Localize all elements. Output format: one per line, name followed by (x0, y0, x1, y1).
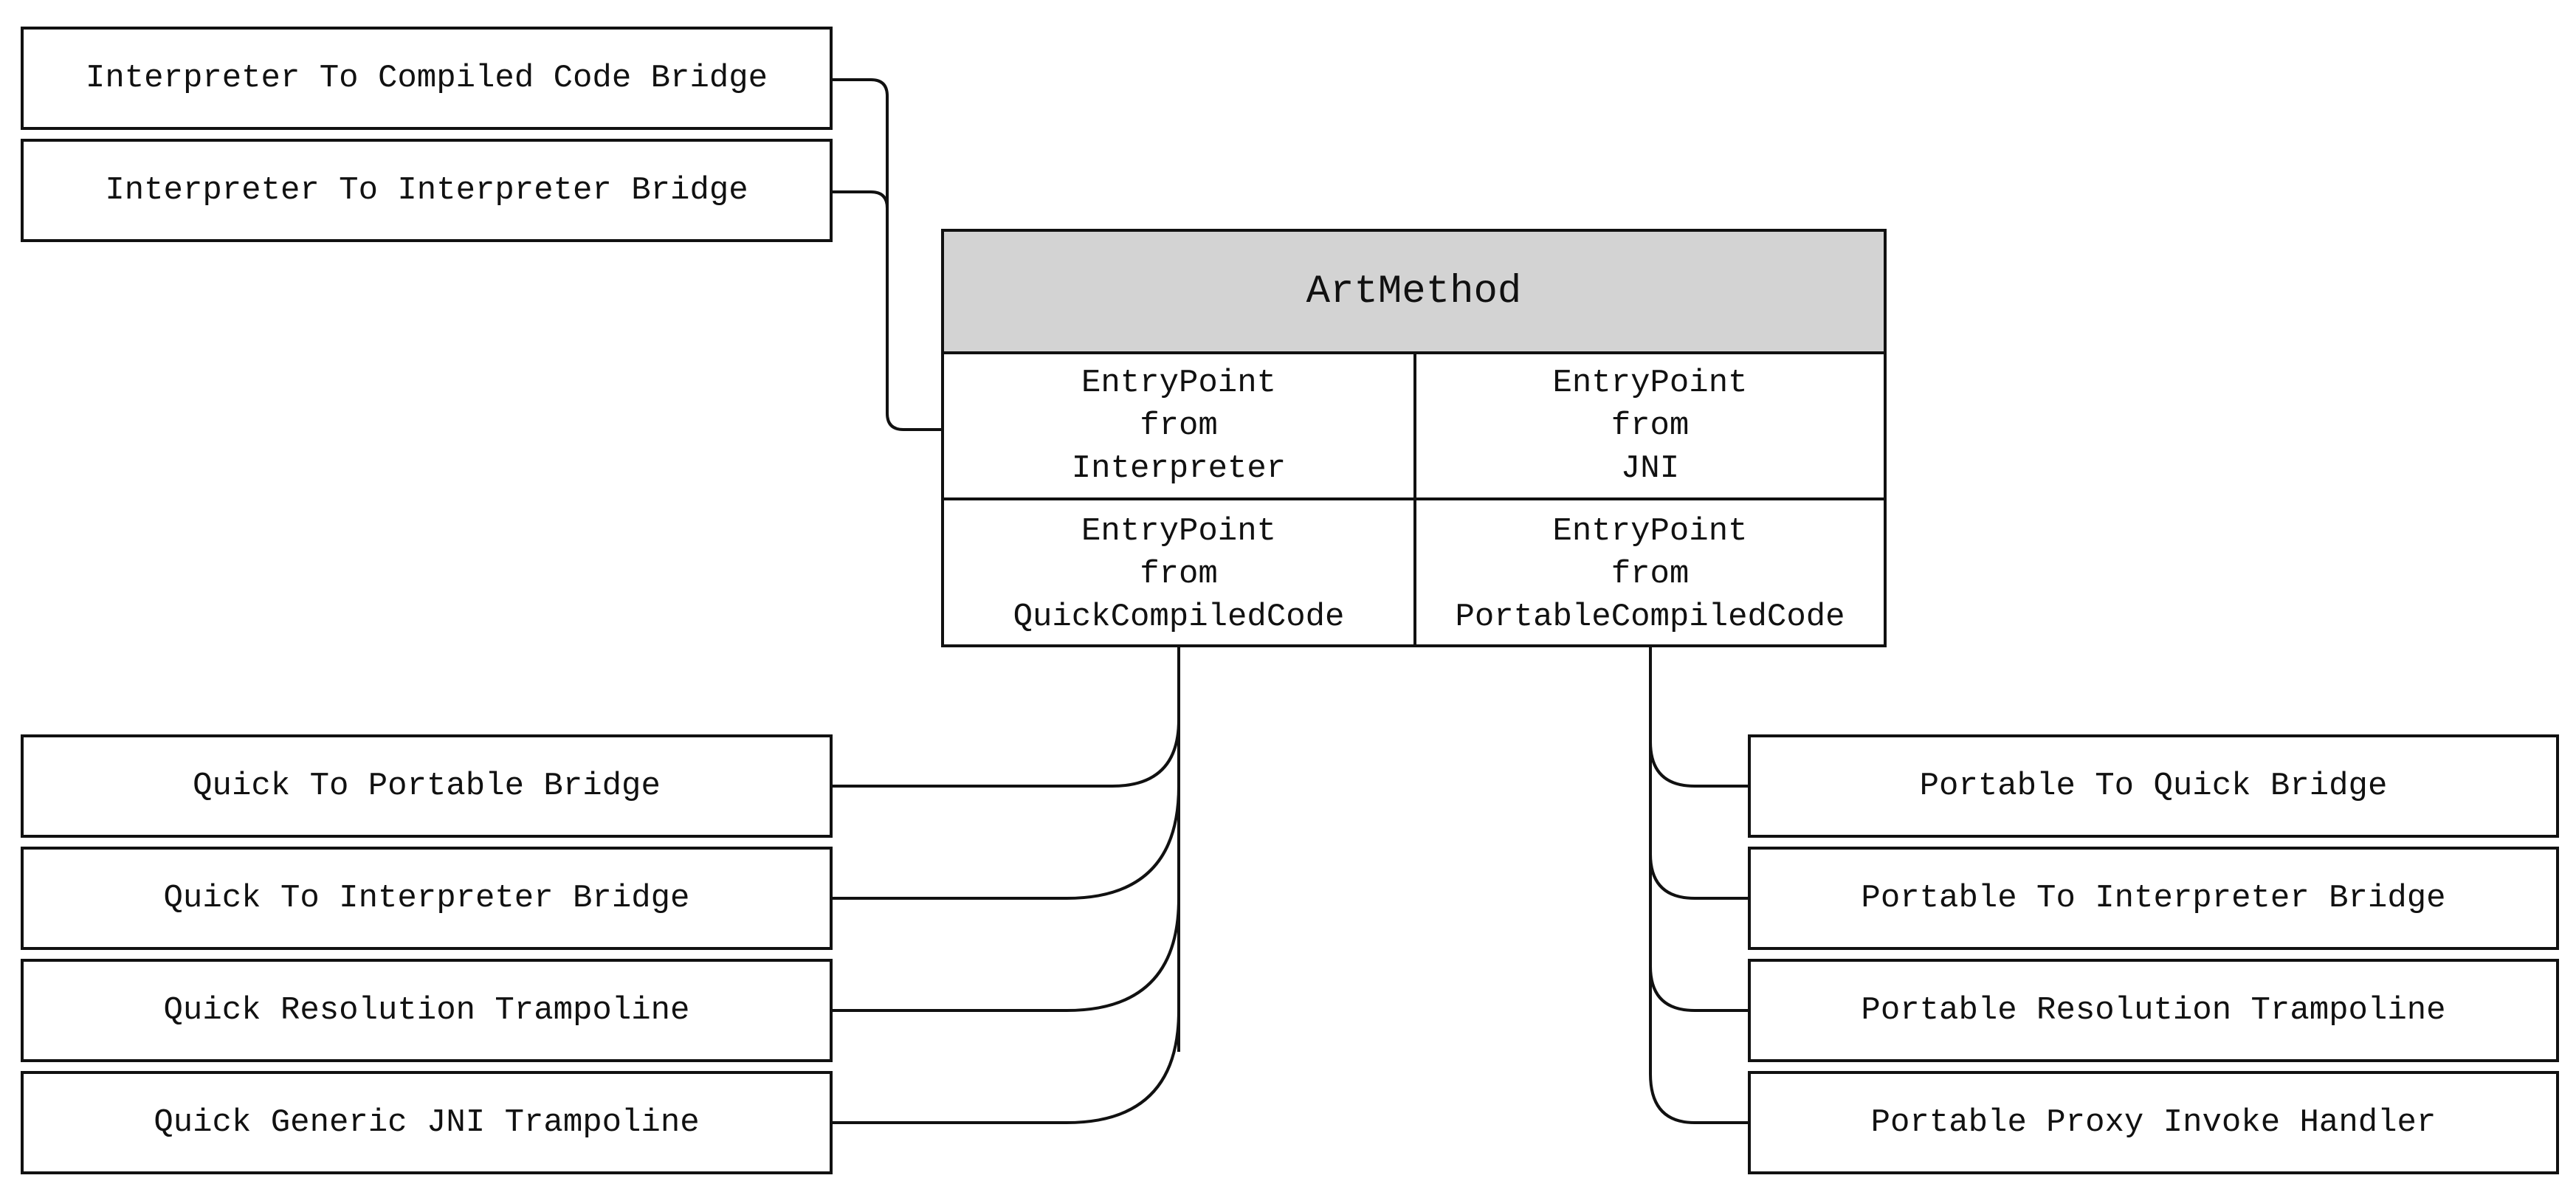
entry-point-interpreter-cell: EntryPoint from Interpreter (944, 354, 1416, 500)
portable-resolution-trampoline-box: Portable Resolution Trampoline (1748, 959, 2559, 1062)
entry-point-source: JNI (1620, 450, 1680, 487)
entry-point-source: PortableCompiledCode (1455, 598, 1845, 636)
entry-point-from: from (1140, 407, 1218, 444)
connector-quick-2 (831, 785, 1180, 900)
portable-to-interpreter-bridge-box: Portable To Interpreter Bridge (1748, 847, 2559, 950)
portable-to-quick-bridge-box: Portable To Quick Bridge (1748, 734, 2559, 838)
quick-resolution-trampoline-box: Quick Resolution Trampoline (21, 959, 833, 1062)
quick-to-portable-bridge-box: Quick To Portable Bridge (21, 734, 833, 838)
connector-portable-3 (1649, 965, 1749, 1012)
entry-point-from: from (1140, 555, 1218, 593)
connector-quick-4 (831, 1010, 1180, 1124)
quick-generic-jni-trampoline-box: Quick Generic JNI Trampoline (21, 1071, 833, 1174)
connector-interp-interp (831, 190, 889, 209)
connector-portable-2 (1649, 853, 1749, 900)
art-method-table: ArtMethod EntryPoint from Interpreter En… (941, 229, 1887, 647)
connector-portable-4 (1649, 1073, 1749, 1124)
quick-to-interpreter-bridge-box: Quick To Interpreter Bridge (21, 847, 833, 950)
interpreter-to-interpreter-bridge-box: Interpreter To Interpreter Bridge (21, 139, 833, 242)
entry-point-label: EntryPoint (1081, 512, 1277, 550)
connector-quick-3 (831, 898, 1180, 1012)
entry-point-jni-cell: EntryPoint from JNI (1416, 354, 1884, 500)
entry-point-source: QuickCompiledCode (1013, 598, 1345, 636)
portable-proxy-invoke-handler-box: Portable Proxy Invoke Handler (1748, 1071, 2559, 1174)
entry-point-label: EntryPoint (1552, 512, 1748, 550)
entry-point-from: from (1611, 407, 1690, 444)
entry-point-label: EntryPoint (1552, 365, 1748, 402)
connector-quick-1 (831, 719, 1180, 788)
connector-portable-1 (1649, 741, 1749, 788)
entry-point-portable-compiled-code-cell: EntryPoint from PortableCompiledCode (1416, 500, 1884, 647)
interpreter-to-compiled-code-bridge-box: Interpreter To Compiled Code Bridge (21, 27, 833, 130)
entry-point-label: EntryPoint (1081, 365, 1277, 402)
entry-point-quick-compiled-code-cell: EntryPoint from QuickCompiledCode (944, 500, 1416, 647)
connector-interp-compiled (831, 78, 943, 431)
entry-point-source: Interpreter (1071, 450, 1287, 487)
entry-point-from: from (1611, 555, 1690, 593)
art-method-title: ArtMethod (944, 232, 1884, 354)
